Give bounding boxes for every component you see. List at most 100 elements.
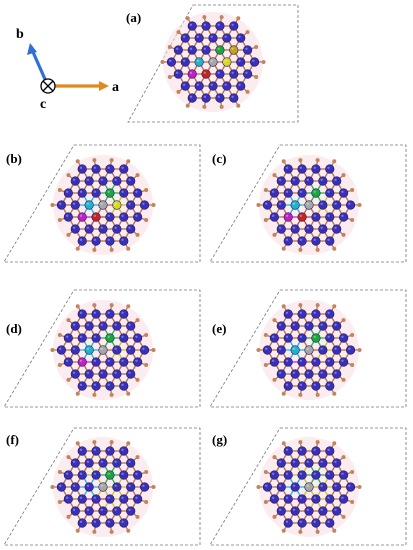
atom [119,188,129,198]
atom-highlight [313,383,316,386]
atom [276,369,286,379]
atom-highlight [107,359,110,362]
atom [63,212,73,222]
atom-highlight [79,214,83,217]
atom-highlight [72,202,76,205]
terminal-atom [272,455,277,460]
atom-highlight [128,226,131,229]
atom [332,482,342,492]
atom [297,164,307,174]
atom-highlight [100,202,104,205]
terminal-atom [202,104,207,109]
atom-gray [98,345,108,355]
atom [325,188,335,198]
atom-highlight [93,472,97,475]
atom [126,482,136,492]
terminal-atom [167,45,172,50]
terminal-atom [50,203,55,207]
c-axis-label: c [40,97,46,112]
terminal-atom [298,529,303,534]
atom [126,345,136,355]
atom [325,446,335,456]
atom [70,176,80,186]
terminal-atom [185,103,190,108]
atom [63,494,73,504]
terminal-atom [281,304,286,309]
terminal-atom [151,485,156,489]
panel-a: (a) [126,4,299,123]
atom [345,482,356,492]
atom [215,21,225,31]
atom-highlight [285,190,289,193]
atom-highlight [278,178,282,181]
atom-highlight [285,335,289,338]
terminal-atom [66,318,71,323]
atom-highlight [327,359,330,362]
atom-highlight [278,508,282,511]
atom-highlight [238,83,241,87]
atom-highlight [128,508,131,511]
atom [325,236,335,246]
atom-highlight [142,347,145,350]
atom [311,494,321,504]
atom-highlight [93,238,97,241]
terminal-atom [151,203,156,207]
atom [105,494,115,504]
atom-highlight [128,460,131,463]
atom-highlight [107,166,110,169]
atom [139,345,150,355]
atom-highlight [334,226,337,229]
atom-highlight [93,335,97,338]
atom-highlight [224,35,227,38]
atom-highlight [327,311,330,314]
terminal-atom [281,528,286,533]
terminal-atom [245,89,250,94]
atom-green [105,188,115,198]
atom-highlight [169,59,172,62]
atom-highlight [93,520,97,523]
atom-highlight [121,359,124,362]
atom [304,506,314,516]
atom-highlight [121,166,124,169]
terminal-atom [315,392,320,397]
atom-highlight [348,347,351,350]
terminal-atom [315,440,320,445]
atom [229,69,239,79]
atom [63,357,73,367]
atom-highlight [196,35,200,38]
unit-cell-outline [209,144,407,263]
atom-highlight [292,508,296,511]
atom [290,506,300,516]
atom-highlight [327,166,330,169]
atom-highlight [65,214,69,217]
atom-highlight [327,520,330,523]
atom [318,321,328,331]
terminal-atom [135,318,140,323]
atom-highlight [182,83,186,87]
terminal-atom [357,485,362,489]
atom [173,69,183,79]
atom-green [311,188,321,198]
atom [56,345,67,355]
atom-highlight [306,347,309,350]
terminal-atom [219,104,224,109]
atom-highlight [327,448,330,451]
atom [63,333,73,343]
terminal-atom [263,333,268,338]
atom [339,357,349,367]
atoms [166,21,260,103]
atom-highlight [203,23,207,26]
panels-layer: (a)(b)(c)(d)(e)(f)(g) [3,4,407,546]
atom-highlight [107,335,110,338]
atom-highlight [224,59,227,62]
atom-highlight [100,347,104,350]
panel-label-a: (a) [126,10,141,25]
atom [187,45,197,55]
atom-highlight [79,311,83,314]
atom-highlight [327,383,330,386]
atom-highlight [265,347,268,350]
atoms [262,446,356,528]
atom [70,321,80,331]
atom [325,333,335,343]
atom-highlight [327,238,330,241]
